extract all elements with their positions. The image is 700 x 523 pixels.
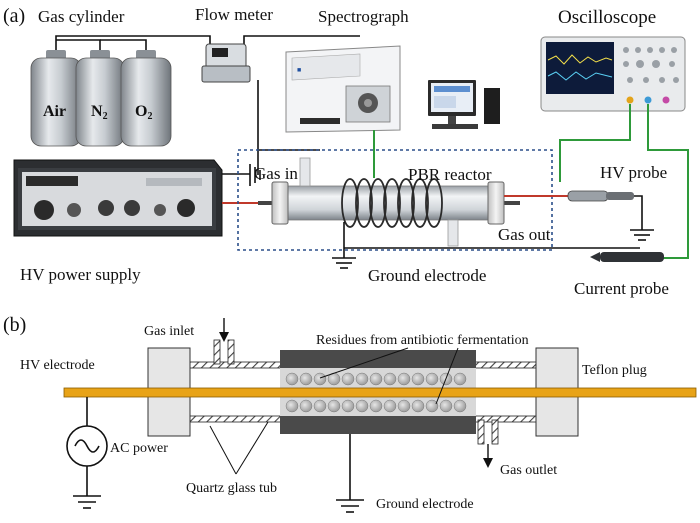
pbr-reactor-label: PBR reactor [408, 165, 492, 184]
packed-beads [285, 372, 467, 413]
ground-electrode-label-b: Ground electrode [376, 497, 474, 512]
gas-inlet-label: Gas inlet [144, 324, 194, 339]
gas-cylinders: Air N2 O2 [30, 50, 172, 147]
ac-power-label: AC power [110, 441, 168, 456]
pbr-reactor [258, 157, 520, 247]
gas-out-label: Gas out [498, 225, 551, 244]
reactor-ground [332, 222, 640, 269]
gas-outlet-label: Gas outlet [500, 463, 557, 478]
gas-cylinder-label: Gas cylinder [38, 7, 125, 26]
spectrograph-brand-mark: ■ [297, 67, 301, 74]
flow-meter [201, 43, 251, 83]
panel-b-tag: (b) [3, 314, 26, 336]
current-probe-label: Current probe [574, 279, 669, 298]
hv-electrode-label: HV electrode [20, 358, 95, 373]
leader-lines [209, 347, 459, 475]
quartz-glass-tub-label: Quartz glass tub [186, 481, 277, 496]
ground-electrode-wire-b [336, 434, 364, 513]
o2-cylinder-label: O2 [135, 103, 152, 122]
n2-cylinder: N2 [75, 50, 125, 147]
ac-power-source [66, 397, 108, 509]
computer [428, 80, 500, 129]
current-probe [590, 252, 664, 262]
gas-in-label: Gas in [254, 164, 298, 183]
residues-label: Residues from antibiotic fermentation [316, 333, 529, 348]
air-cylinder-label: Air [43, 103, 66, 120]
spectrograph: ■ [285, 45, 401, 133]
signal-wires [373, 104, 689, 259]
air-cylinder: Air [30, 50, 82, 147]
spectrograph-label: Spectrograph [318, 7, 409, 26]
hv-power-supply-label: HV power supply [20, 265, 141, 284]
ground-electrode-label-a: Ground electrode [368, 266, 486, 285]
oscilloscope [540, 36, 686, 112]
hv-electrode-rod [63, 387, 697, 398]
teflon-plug-label: Teflon plug [582, 363, 647, 378]
n2-cylinder-label: N2 [91, 103, 108, 122]
hv-probe [504, 190, 654, 241]
gas-outlet-arrow [483, 444, 493, 468]
oscilloscope-label: Oscilloscope [558, 7, 656, 28]
hv-probe-label: HV probe [600, 163, 667, 182]
panel-a-tag: (a) [3, 5, 25, 27]
o2-cylinder: O2 [120, 50, 172, 147]
reactor-dashed-box [237, 149, 553, 251]
supply-ground-symbol [222, 164, 261, 186]
gas-inlet-arrow [219, 318, 229, 342]
hv-power-supply [13, 159, 223, 237]
flow-meter-label: Flow meter [195, 5, 273, 24]
